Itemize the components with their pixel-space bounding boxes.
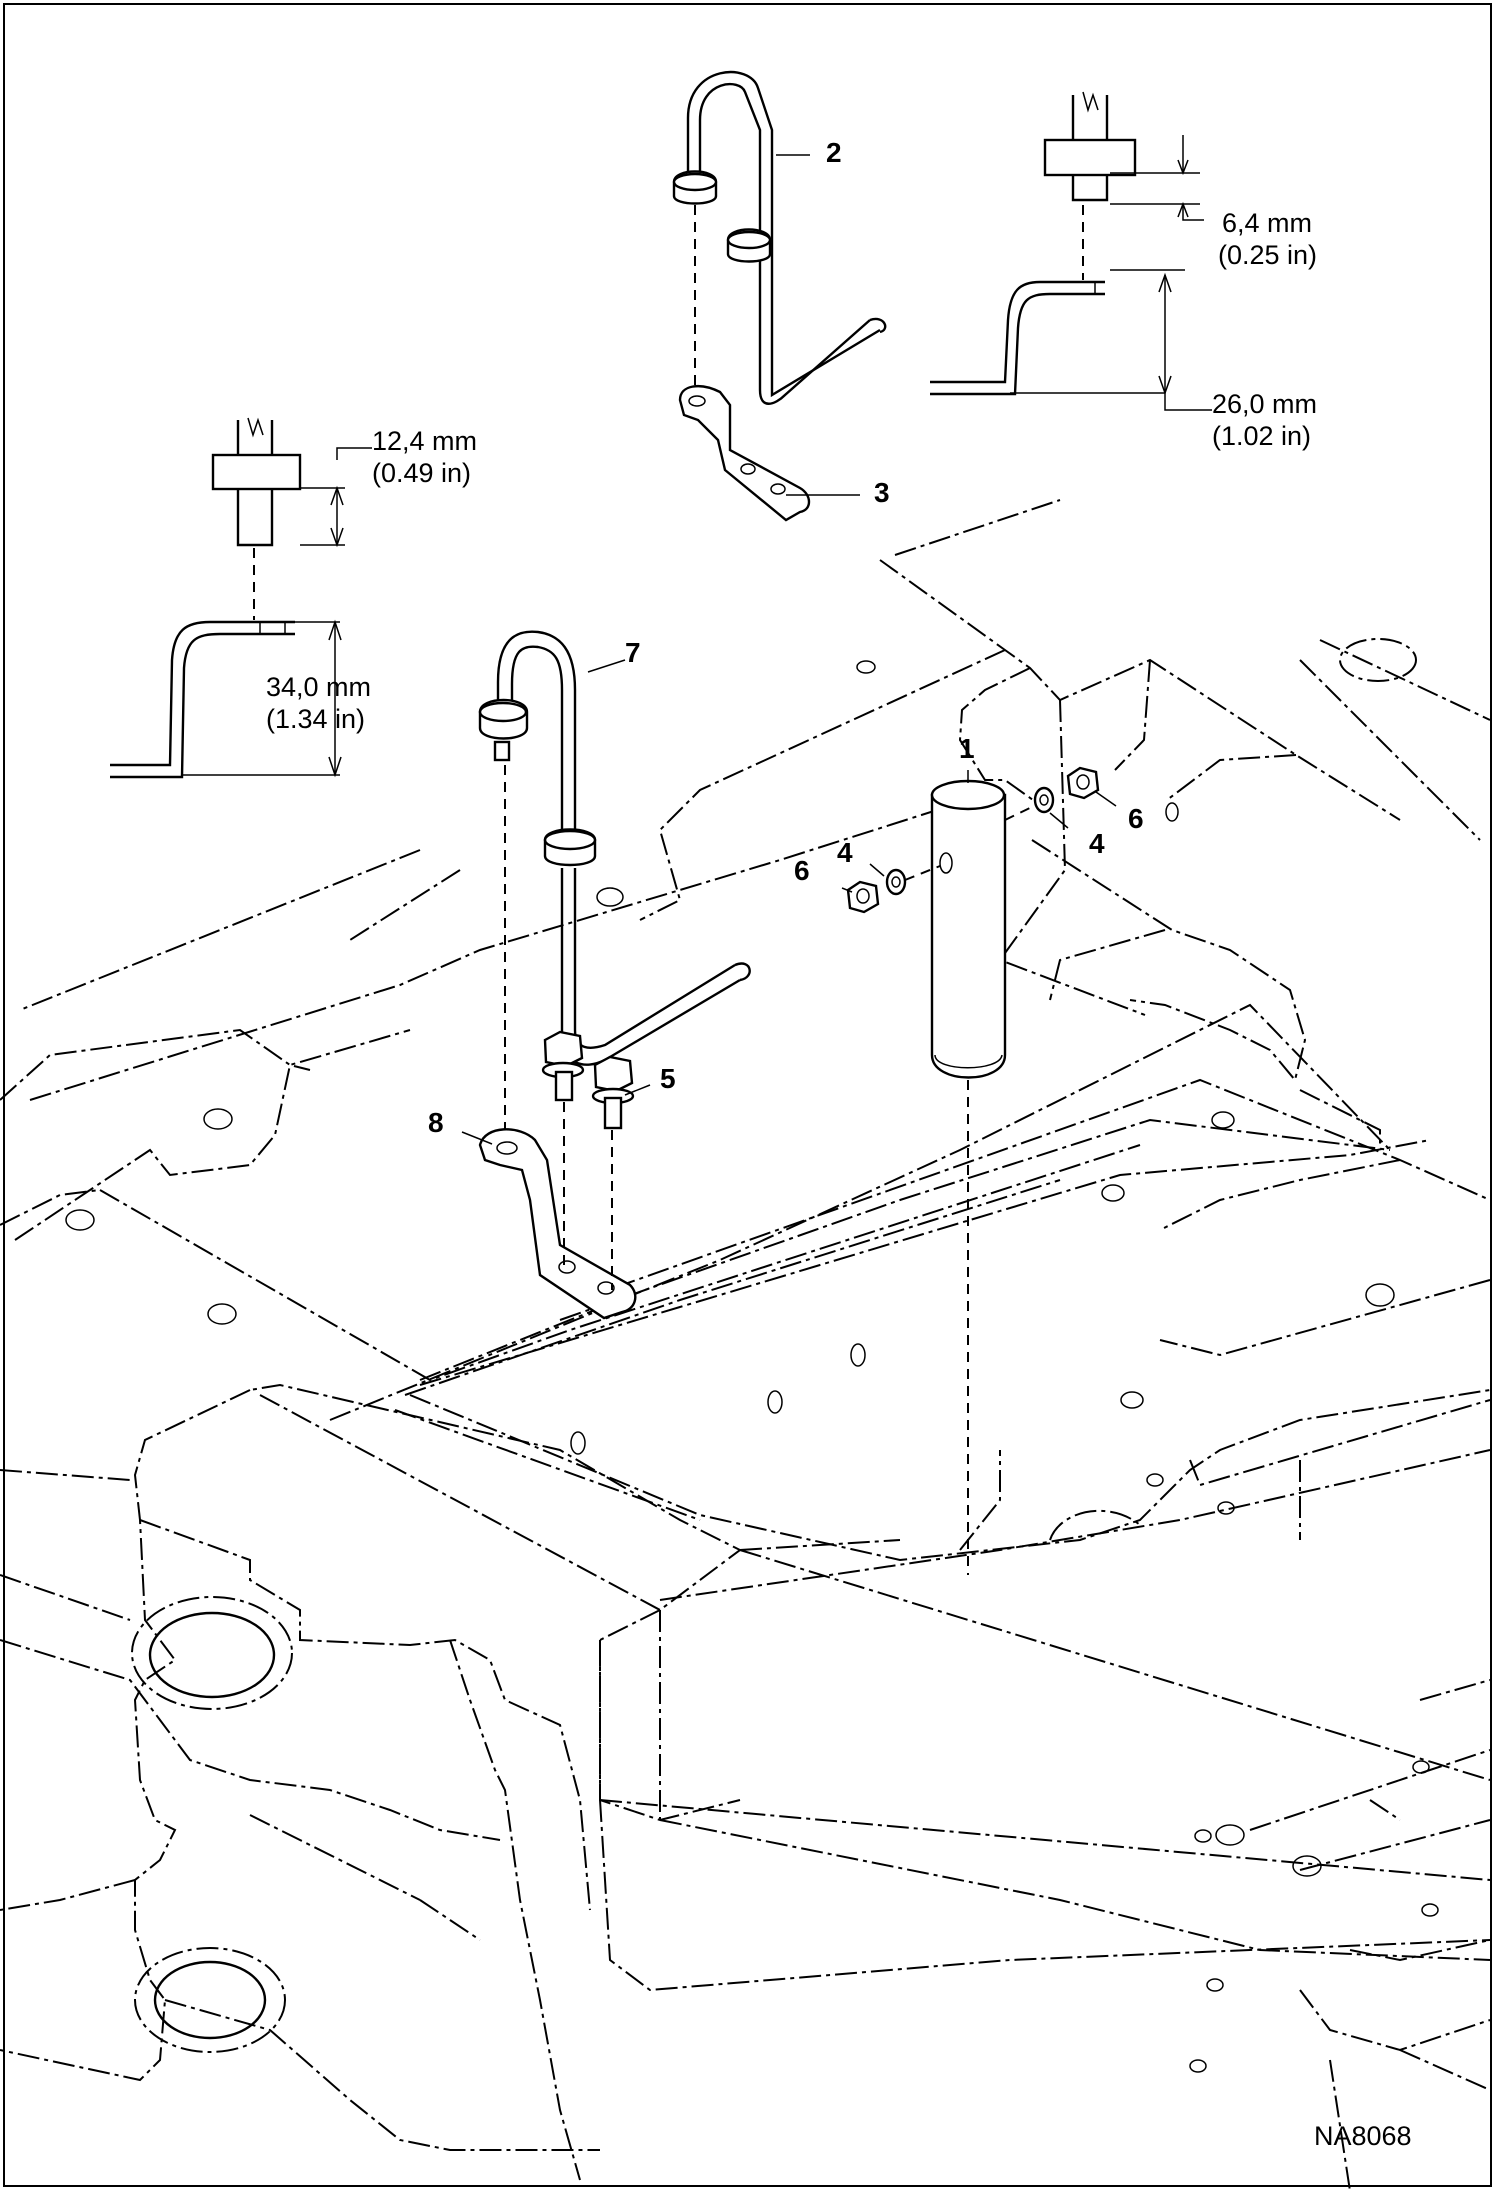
- dim-0-25-in: (0.25 in): [1218, 240, 1317, 270]
- callout-2: 2: [826, 137, 842, 168]
- callout-1: 1: [959, 733, 975, 764]
- detail-dimension-12-4-34-0: [110, 417, 372, 779]
- dim-26-0-mm: 26,0 mm: [1212, 389, 1317, 419]
- callout-5: 5: [660, 1063, 676, 1094]
- dim-1-34-in: (1.34 in): [266, 704, 365, 734]
- dim-6-4-mm: 6,4 mm: [1222, 208, 1312, 238]
- callout-8: 8: [428, 1107, 444, 1138]
- leader-lines: [461, 154, 1117, 1145]
- dim-0-49-in: (0.49 in): [372, 458, 471, 488]
- diagram-frame: [3, 3, 1492, 2187]
- detail-tube-2-bracket-3: [672, 70, 887, 522]
- callout-4-left: 4: [837, 837, 853, 868]
- frame-holes: [65, 638, 1439, 2073]
- callout-4-right: 4: [1089, 828, 1105, 859]
- dim-34-0-mm: 34,0 mm: [266, 672, 371, 702]
- detail-dimension-6-4-26-0: [930, 91, 1212, 411]
- dimension-labels: 6,4 mm (0.25 in) 26,0 mm (1.02 in) 12,4 …: [266, 208, 1317, 734]
- callout-7: 7: [625, 637, 641, 668]
- callout-6-right: 6: [1128, 803, 1144, 834]
- machine-frame-outline: [0, 499, 1491, 2191]
- callout-6-left: 6: [794, 855, 810, 886]
- tube-7-assembly: [478, 630, 751, 1320]
- dim-1-02-in: (1.02 in): [1212, 421, 1311, 451]
- figure-id: NA8068: [1314, 2121, 1412, 2151]
- callout-3: 3: [874, 477, 890, 508]
- dim-12-4-mm: 12,4 mm: [372, 426, 477, 456]
- callout-labels: 2 3 7 1 4 6 4 6 5 8: [428, 137, 1144, 1138]
